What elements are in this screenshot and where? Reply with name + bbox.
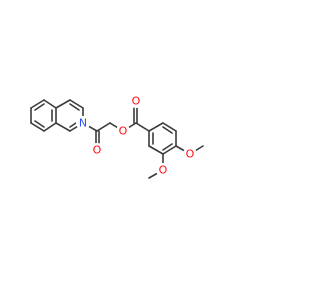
atom-symbol: N	[79, 117, 87, 130]
bond	[148, 122, 164, 132]
bond	[162, 122, 177, 132]
bond	[135, 122, 150, 132]
atom-label-layer: O O N O O O	[76, 94, 197, 177]
meta-methoxy-oxygen-label: O	[156, 163, 170, 177]
bond	[55, 122, 71, 132]
bond	[69, 99, 84, 109]
bond	[162, 143, 173, 151]
atom-symbol: O	[132, 95, 141, 108]
atom-symbol: O	[186, 148, 195, 161]
bond	[30, 99, 45, 109]
atom-symbol: O	[159, 164, 168, 177]
atom-symbol: O	[93, 144, 102, 157]
para-methoxy-oxygen-label: O	[183, 147, 197, 161]
bond	[162, 145, 177, 155]
bond	[30, 122, 45, 132]
atom-symbol: O	[119, 125, 128, 138]
bond	[43, 99, 57, 109]
quinoline-nitrogen-label: N	[76, 116, 90, 130]
bond	[34, 103, 45, 111]
bond-layer	[30, 99, 204, 179]
bond	[43, 122, 57, 132]
ester-carbonyl-oxygen-label: O	[90, 143, 104, 157]
bond	[69, 103, 80, 111]
bond	[55, 99, 71, 109]
bond	[162, 126, 173, 134]
ester-oxygen-label: O	[116, 124, 130, 138]
ketone-oxygen-label: O	[129, 94, 143, 108]
bond	[96, 122, 111, 132]
molecule-structure-diagram: O O N O O O	[30, 94, 204, 179]
bond	[34, 120, 45, 128]
bond	[148, 145, 164, 155]
